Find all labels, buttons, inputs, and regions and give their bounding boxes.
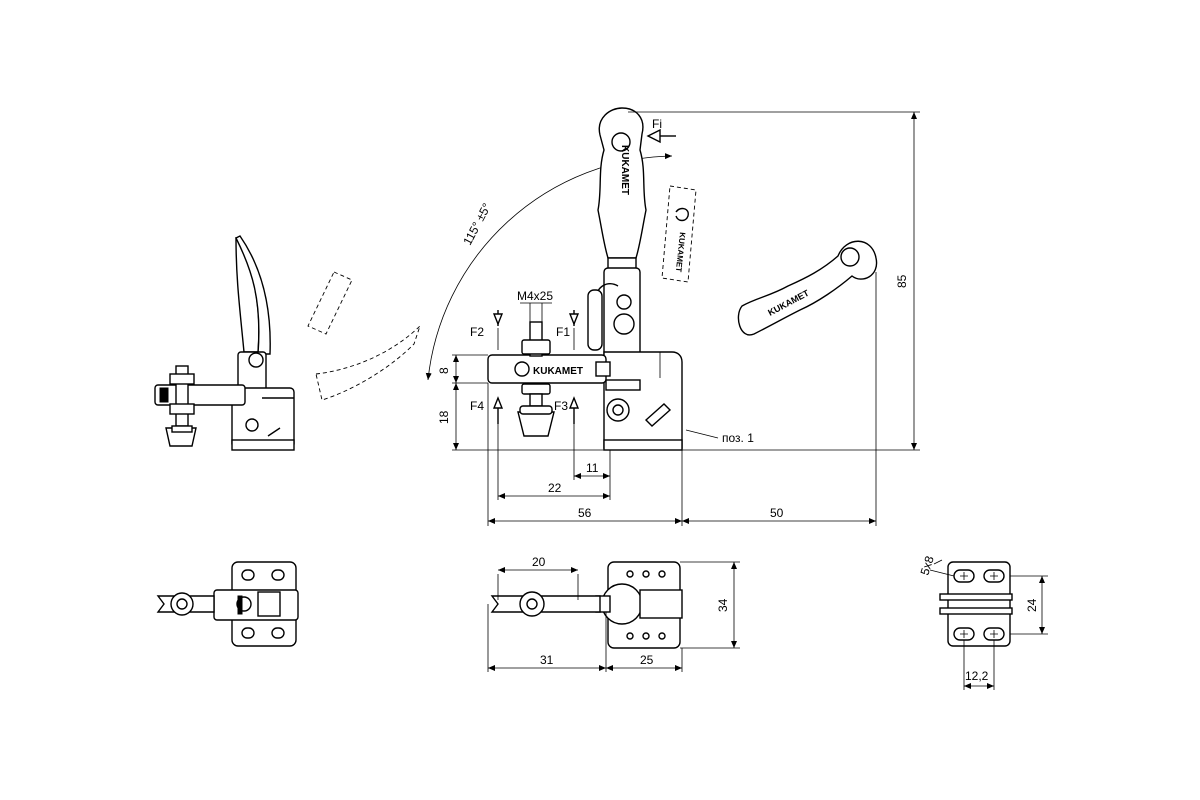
force-f3-label: F3	[554, 399, 568, 413]
dim-50: 50	[770, 506, 784, 520]
brand-label-tag: KUKAMET	[674, 232, 687, 273]
dim-24: 24	[1025, 598, 1039, 612]
dim-34: 34	[716, 598, 730, 612]
dim-18: 18	[437, 410, 451, 424]
top-view-center	[487, 561, 740, 672]
dim-11: 11	[586, 461, 599, 475]
main-view: KUKAMET KUKAMET KUKAMET	[425, 107, 920, 526]
position-label: поз. 1	[722, 431, 754, 445]
dim-56: 56	[578, 506, 592, 520]
dim-8: 8	[437, 367, 451, 374]
brand-label-bar: KUKAMET	[533, 366, 583, 377]
side-view-left	[154, 235, 295, 451]
dim-85: 85	[895, 274, 909, 288]
force-f2-label: F2	[470, 325, 484, 339]
dim-5x8: 5x8	[918, 554, 937, 577]
force-f4-label: F4	[470, 399, 484, 413]
open-position-ghost	[307, 271, 421, 401]
dim-12-2: 12,2	[965, 669, 989, 683]
dim-22: 22	[548, 481, 562, 495]
dim-31: 31	[540, 653, 554, 667]
force-f1-label: F1	[556, 325, 570, 339]
brand-label-handle: KUKAMET	[619, 145, 630, 195]
base-view-right	[929, 559, 1048, 690]
thread-label: M4x25	[517, 289, 553, 303]
force-fi-label: Fi	[652, 117, 662, 131]
dim-25: 25	[640, 653, 654, 667]
dim-20: 20	[532, 555, 546, 569]
top-view-left	[156, 561, 299, 647]
